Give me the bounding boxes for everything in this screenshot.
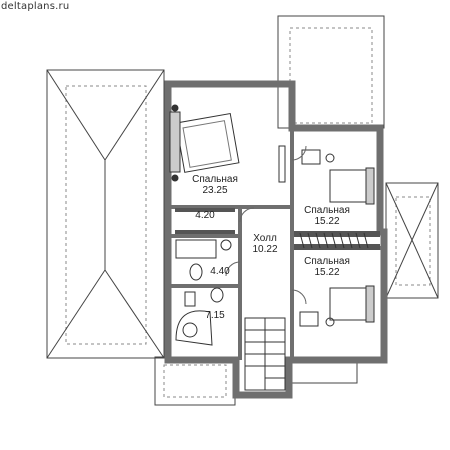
wardrobe-main [278,145,286,183]
room-area: 15.22 [314,216,340,227]
label-bedroom-main: Спальная 23.25 [180,174,250,196]
room-area: 4.20 [195,210,215,221]
room-area: 23.25 [202,185,228,196]
room-name: Спальная [192,174,238,185]
label-bedroom-east-2: Спальная 15.22 [292,256,362,278]
room-area: 7.15 [205,310,225,321]
roof-right [385,182,439,299]
label-bath-2: 4.40 [205,266,235,277]
room-name: Холл [253,233,277,244]
room-area: 4.40 [210,266,230,277]
closets [175,208,380,250]
room-name: Спальная [304,205,350,216]
label-bedroom-east-1: Спальная 15.22 [292,205,362,227]
site-watermark: deltaplans.ru [1,1,70,12]
roof-bottom [154,356,236,406]
label-bath-1: 4.20 [190,210,220,221]
roof-left [46,69,165,359]
stairs [244,317,286,391]
room-area: 15.22 [314,267,340,278]
room-area: 10.22 [252,244,278,255]
label-hall: Холл 10.22 [240,233,290,255]
bed-east-2 [299,285,375,327]
bath-fixtures [175,239,232,346]
room-name: Спальная [304,256,350,267]
closet-hatching [299,232,369,249]
label-bath-3: 7.15 [200,310,230,321]
bed-main [169,104,240,182]
bed-east-1 [301,149,375,205]
doors [225,145,307,305]
